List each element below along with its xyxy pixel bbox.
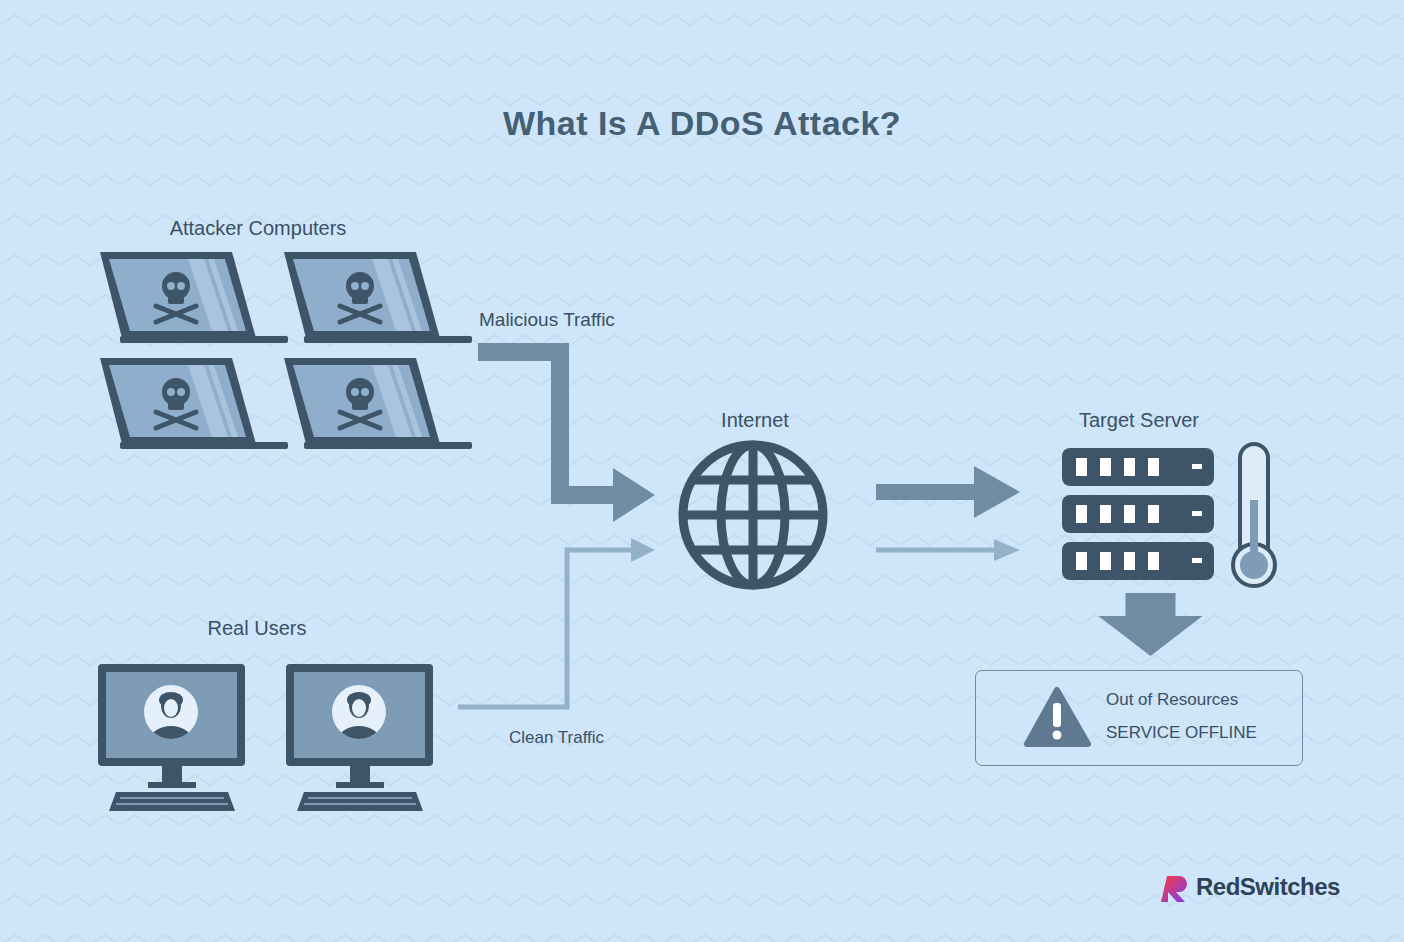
- arrow-head: [994, 539, 1020, 561]
- traffic-arrow: [876, 466, 1020, 518]
- traffic-arrow: [876, 539, 1020, 561]
- edge-label: Malicious Traffic: [479, 309, 615, 332]
- node-detail: SERVICE OFFLINE: [1106, 723, 1257, 743]
- node-label: Attacker Computers: [100, 216, 416, 240]
- arrow-shaft: [458, 550, 631, 707]
- node-label: Target Server: [1039, 408, 1239, 432]
- server-node: Target Server: [1020, 405, 1285, 593]
- diagram-title: What Is A DDoS Attack?: [0, 104, 1404, 143]
- brand-watermark: RedSwitches: [1196, 873, 1340, 901]
- traffic-arrow: [1099, 593, 1203, 656]
- arrow-head: [1099, 616, 1203, 656]
- node-label: Real Users: [98, 616, 416, 640]
- internet-node: Internet: [655, 405, 871, 590]
- arrow-shaft: [876, 484, 974, 500]
- arrow-shaft: [1126, 593, 1176, 616]
- traffic-arrow: [458, 538, 655, 707]
- arrow-shaft: [876, 548, 994, 553]
- attacker-group: Attacker Computers: [100, 212, 478, 455]
- edge-label: Clean Traffic: [509, 728, 604, 748]
- node-label: Internet: [655, 408, 855, 432]
- arrow-head: [631, 538, 655, 562]
- arrow-shaft: [478, 352, 613, 495]
- arrow-head: [974, 466, 1020, 518]
- arrow-head: [613, 468, 655, 522]
- node-label: Out of Resources: [1106, 690, 1238, 710]
- traffic-arrow: [478, 352, 655, 522]
- user-group: Real Users: [98, 612, 458, 812]
- alert-box: Out of ResourcesSERVICE OFFLINE: [975, 670, 1303, 766]
